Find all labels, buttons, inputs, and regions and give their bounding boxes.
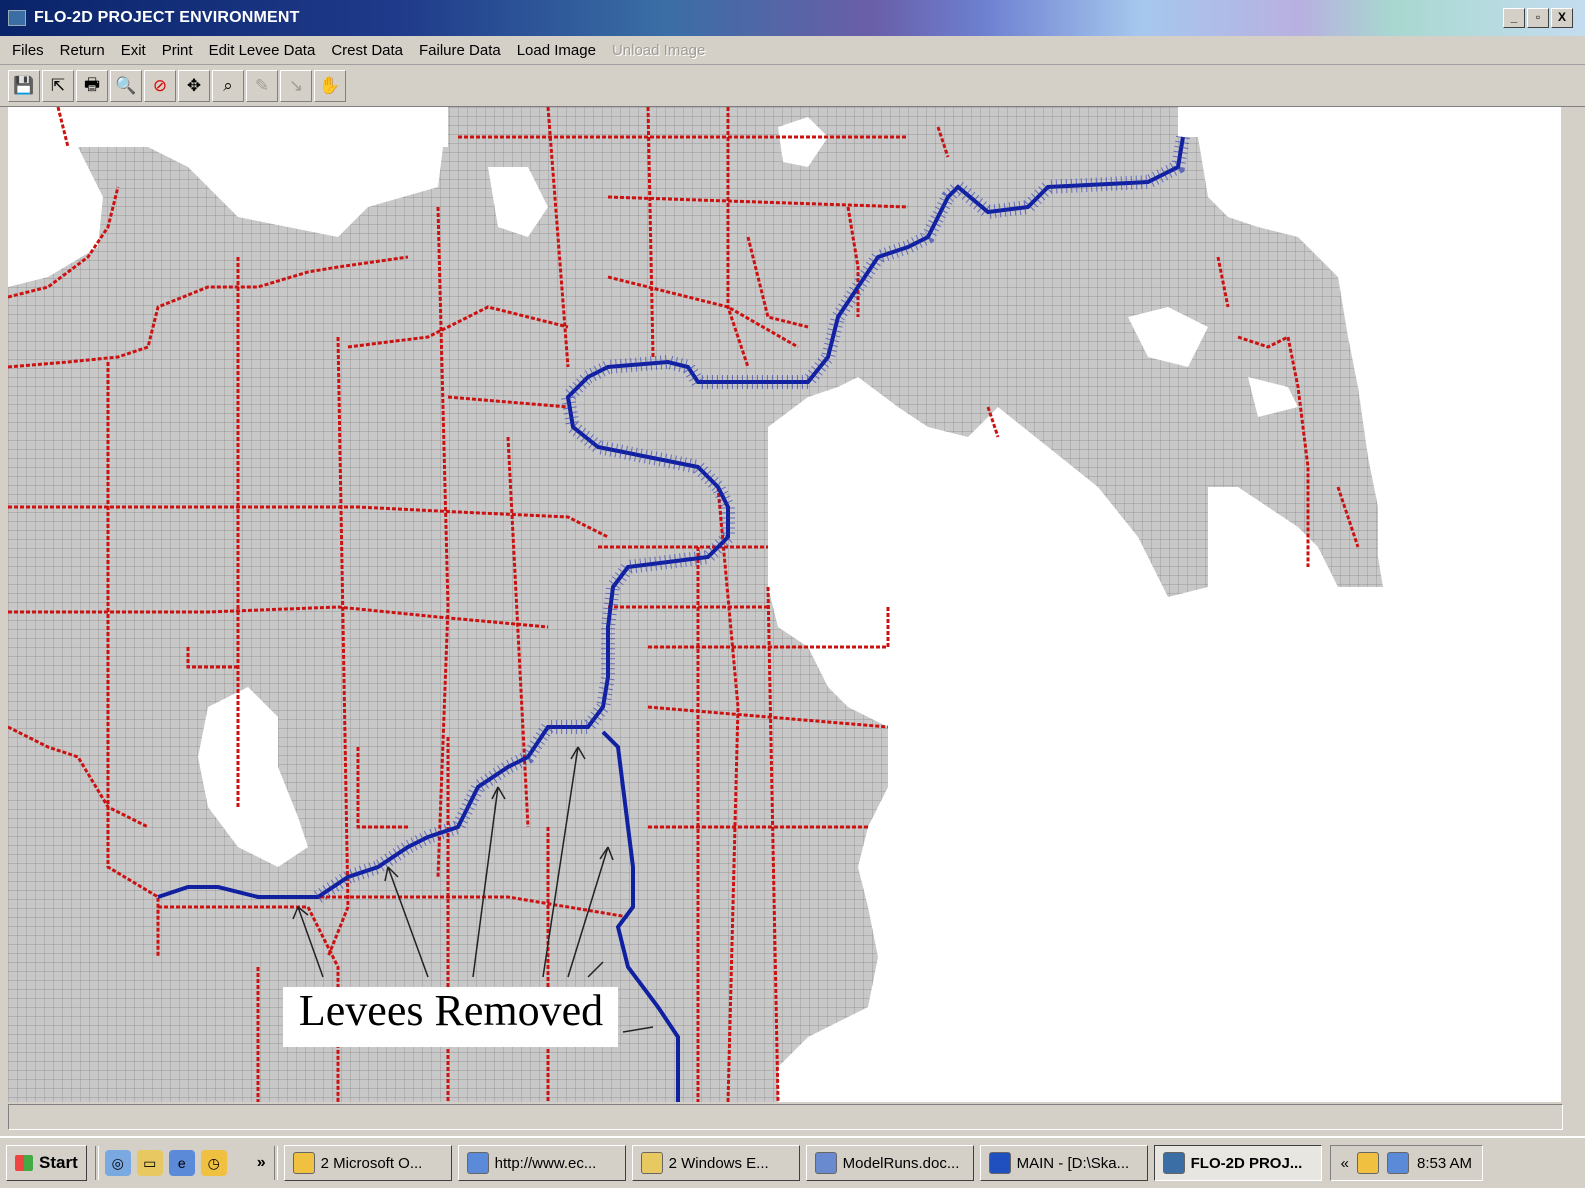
- task-browser[interactable]: http://www.ec...: [457, 1145, 626, 1181]
- grid-hole: [1128, 307, 1208, 367]
- magnifier-icon: 🔍: [115, 76, 137, 95]
- tray-chevron-icon[interactable]: «: [1340, 1154, 1349, 1172]
- window-title: FLO-2D PROJECT ENVIRONMENT: [34, 9, 300, 26]
- toolbar: 💾 ⇱ 🖶 🔍 ⊘ ✥ ⌕ ✎ ↘ ✋: [0, 66, 1585, 107]
- task-label: FLO-2D PROJ...: [1190, 1154, 1303, 1172]
- quicklaunch-folder-icon[interactable]: ▭: [136, 1150, 163, 1176]
- task-flo2d[interactable]: FLO-2D PROJ...: [1153, 1145, 1322, 1181]
- open-button[interactable]: ⇱: [42, 70, 74, 102]
- task-label: 2 Windows E...: [668, 1154, 769, 1172]
- grid-edge: [8, 107, 448, 147]
- zoom-window-button[interactable]: ⌕: [212, 70, 244, 102]
- start-label: Start: [39, 1153, 78, 1172]
- task-app-icon: [988, 1152, 1011, 1174]
- annotation-arrows: [292, 746, 654, 1033]
- task-microsoft-outlook[interactable]: 2 Microsoft O...: [283, 1145, 452, 1181]
- menu-print[interactable]: Print: [161, 41, 193, 59]
- grid-area: [8, 107, 1383, 1102]
- pencil-icon: ✎: [254, 76, 270, 95]
- task-app-icon: [814, 1152, 837, 1174]
- task-app-icon: [640, 1152, 663, 1174]
- grid-hole: [1248, 377, 1298, 417]
- task-label: MAIN - [D:\Ska...: [1016, 1154, 1130, 1172]
- tray-clock-icon[interactable]: [1356, 1152, 1379, 1174]
- menu-load-image[interactable]: Load Image: [516, 41, 596, 59]
- quicklaunch-clock-icon[interactable]: ◷: [200, 1150, 227, 1176]
- task-label: 2 Microsoft O...: [320, 1154, 423, 1172]
- menu-exit[interactable]: Exit: [120, 41, 146, 59]
- menu-return[interactable]: Return: [59, 41, 105, 59]
- task-label: ModelRuns.doc...: [842, 1154, 960, 1172]
- system-tray: « 8:53 AM: [1329, 1145, 1484, 1181]
- zoom-button[interactable]: 🔍: [110, 70, 142, 102]
- open-icon: ⇱: [50, 76, 66, 95]
- print-button[interactable]: 🖶: [76, 70, 108, 102]
- save-icon: 💾: [13, 76, 35, 95]
- annotation-box: [283, 987, 618, 1047]
- taskbar-separator: [273, 1146, 278, 1180]
- menu-bar: Files Return Exit Print Edit Levee Data …: [0, 36, 1585, 65]
- map-canvas[interactable]: Levees Removed: [8, 107, 1561, 1102]
- annotation-label: Levees Removed: [299, 986, 603, 1035]
- start-button[interactable]: Start: [6, 1145, 87, 1181]
- tray-network-icon[interactable]: [1386, 1152, 1409, 1174]
- menu-crest-data[interactable]: Crest Data: [331, 41, 404, 59]
- task-main[interactable]: MAIN - [D:\Ska...: [979, 1145, 1148, 1181]
- app-icon: [8, 10, 26, 26]
- task-word-doc[interactable]: ModelRuns.doc...: [805, 1145, 974, 1181]
- menu-files[interactable]: Files: [12, 41, 44, 59]
- levee-map: Levees Removed: [8, 107, 1383, 1102]
- close-button[interactable]: X: [1551, 8, 1573, 28]
- menu-failure-data[interactable]: Failure Data: [419, 41, 501, 59]
- task-windows-explorer[interactable]: 2 Windows E...: [631, 1145, 800, 1181]
- task-app-icon: [292, 1152, 315, 1174]
- window-controls: _ ▫ X: [1503, 8, 1573, 28]
- grid-hole: [198, 687, 308, 867]
- zoom-window-icon: ⌕: [223, 76, 233, 95]
- menu-edit-levee-data[interactable]: Edit Levee Data: [208, 41, 316, 59]
- taskbar-separator: [94, 1146, 99, 1180]
- draw-button: ✎: [246, 70, 278, 102]
- taskbar: Start ◎ ▭ e ◷ » 2 Microsoft O... http://…: [0, 1136, 1585, 1188]
- grid-hole: [778, 117, 828, 167]
- channel: [157, 135, 1190, 1102]
- task-app-icon: [1162, 1152, 1185, 1174]
- menu-unload-image: Unload Image: [611, 41, 706, 59]
- maximize-button[interactable]: ▫: [1527, 8, 1549, 28]
- save-button[interactable]: 💾: [8, 70, 40, 102]
- grid-hole: [488, 167, 548, 237]
- quicklaunch-chevron-icon[interactable]: »: [256, 1154, 266, 1171]
- clear-button[interactable]: ⊘: [144, 70, 176, 102]
- printer-icon: 🖶: [83, 74, 101, 94]
- pan-button[interactable]: ✥: [178, 70, 210, 102]
- quicklaunch-browser-icon[interactable]: ◎: [104, 1150, 131, 1176]
- windows-logo-icon: [15, 1155, 33, 1171]
- hand-button: ✋: [314, 70, 346, 102]
- task-label: http://www.ec...: [494, 1154, 597, 1172]
- task-app-icon: [466, 1152, 489, 1174]
- title-bar: FLO-2D PROJECT ENVIRONMENT _ ▫ X: [0, 0, 1585, 36]
- status-bar: [8, 1104, 1563, 1130]
- pointer-button: ↘: [280, 70, 312, 102]
- pointer-icon: ↘: [288, 76, 304, 95]
- quicklaunch-ie-icon[interactable]: e: [168, 1150, 195, 1176]
- pan-icon: ✥: [186, 76, 202, 95]
- clock[interactable]: 8:53 AM: [1416, 1154, 1473, 1172]
- no-sign-icon: ⊘: [152, 76, 168, 95]
- hand-icon: ✋: [319, 76, 341, 95]
- minimize-button[interactable]: _: [1503, 8, 1525, 28]
